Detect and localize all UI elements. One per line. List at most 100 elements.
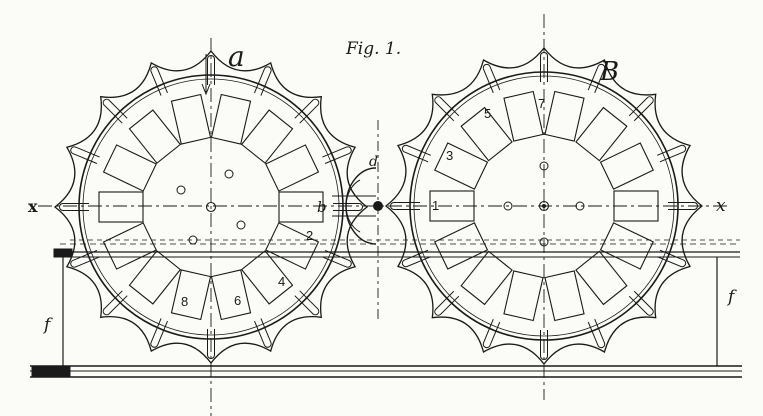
wheel-slot (657, 144, 687, 163)
wheel-slot (587, 319, 606, 349)
wheel-slot (254, 66, 272, 96)
wheel-slot (207, 55, 215, 85)
wheel-slot (587, 63, 606, 93)
wheel-b-cell-number: 5 (484, 106, 491, 121)
wheel-cell (98, 191, 144, 223)
wheel-cell (102, 144, 157, 192)
wheel-a-cell-number: 8 (181, 294, 188, 309)
point-d-label: d (369, 154, 378, 170)
wheel-b-cell-number: 1 (432, 198, 439, 213)
point-b-label: b (317, 198, 327, 216)
wheel-slot (482, 63, 501, 93)
wheel-slot (401, 144, 431, 163)
wheel-b-center-dot (542, 204, 546, 208)
wheel-hub (205, 201, 217, 213)
left-support (60, 256, 66, 366)
wheel-slot (628, 290, 654, 316)
axis-left-label: x (28, 197, 38, 216)
wheel-cell (575, 106, 628, 162)
wheel-slot (102, 98, 128, 124)
wheel-hole (176, 185, 186, 195)
wheel-inner-rim (413, 75, 675, 337)
wheel-slot (59, 203, 89, 211)
wheel-slot (628, 96, 654, 122)
wheel-hole (539, 237, 549, 247)
wheel-b-cell-number: 3 (446, 148, 453, 163)
wheel-b (384, 47, 704, 366)
wheel-cell (265, 222, 320, 270)
wheel-cell (128, 250, 182, 305)
wheel-cell (460, 106, 513, 162)
wheel-cell (102, 222, 157, 270)
wheel-rim (409, 71, 679, 341)
wheel-cell (575, 250, 628, 306)
pivot-d (373, 201, 383, 211)
base-rail (30, 365, 742, 378)
figure-title: Fig. 1. (345, 39, 401, 59)
support-right-label: f (726, 287, 737, 307)
wheel-cell (278, 191, 324, 223)
wheel-slot (540, 52, 548, 82)
wheel-cell (599, 222, 654, 270)
wheel-slot (390, 202, 420, 210)
wheel-cell (240, 109, 294, 164)
wheel-hole (503, 201, 513, 211)
wheel-slot (333, 203, 363, 211)
wheel-cell (613, 190, 659, 222)
wheel-cell (503, 270, 544, 322)
wheel-cell (429, 190, 475, 222)
wheel-hole (539, 161, 549, 171)
wheel-b-label: B (599, 57, 619, 87)
wheel-cell (503, 90, 544, 142)
wheel-cell (265, 144, 320, 192)
wheel-cell (210, 269, 252, 321)
wheel-cell (599, 142, 654, 190)
wheel-inner-rim (82, 78, 340, 336)
wheel-slot (150, 66, 168, 96)
top-arrow (201, 54, 211, 96)
wheel-slot (207, 329, 215, 359)
wheel-slot (254, 318, 272, 348)
wheel-slot (70, 146, 100, 164)
wheel-slot (322, 146, 352, 164)
wheel-hole (224, 169, 234, 179)
wheel-cell (170, 269, 212, 321)
wheel-cell (544, 270, 585, 322)
wheel-cell (434, 222, 489, 270)
wheel-a-cell-number: 4 (278, 274, 285, 289)
wheel-slot (150, 318, 168, 348)
wheel-a-label: a (228, 40, 245, 73)
wheel-cell (434, 142, 489, 190)
wheel-slot (322, 250, 352, 268)
wheel-hole (236, 220, 246, 230)
upper-rail (53, 243, 740, 258)
wheel-cell (170, 93, 212, 145)
wheel-slot (434, 290, 460, 316)
wheel-slot (294, 290, 320, 316)
wheel-hole (188, 235, 198, 245)
wheel-slot (657, 249, 687, 268)
wheel-teeth (384, 47, 704, 366)
wheel-hole (575, 201, 585, 211)
axis-right-label: x (716, 196, 726, 216)
wheel-cell (128, 109, 182, 164)
wheel-slot (294, 98, 320, 124)
wheel-slot (668, 202, 698, 210)
wheel-cell (210, 93, 252, 145)
wheel-slot (102, 290, 128, 316)
wheel-cell (544, 90, 585, 142)
wheel-rim (78, 74, 344, 340)
wheel-slot (70, 250, 100, 268)
wheel-b-cell-number: 7 (538, 96, 545, 111)
wheel-a-cell-number: 2 (306, 228, 313, 243)
support-left-label: f (42, 315, 53, 335)
wheel-slot (434, 96, 460, 122)
wheel-a-cell-number: 6 (234, 293, 241, 308)
wheel-slot (401, 249, 431, 268)
wheel-teeth (53, 50, 369, 365)
wheel-cell (460, 250, 513, 306)
wheel-slot (482, 319, 501, 349)
wheel-hub (538, 200, 550, 212)
